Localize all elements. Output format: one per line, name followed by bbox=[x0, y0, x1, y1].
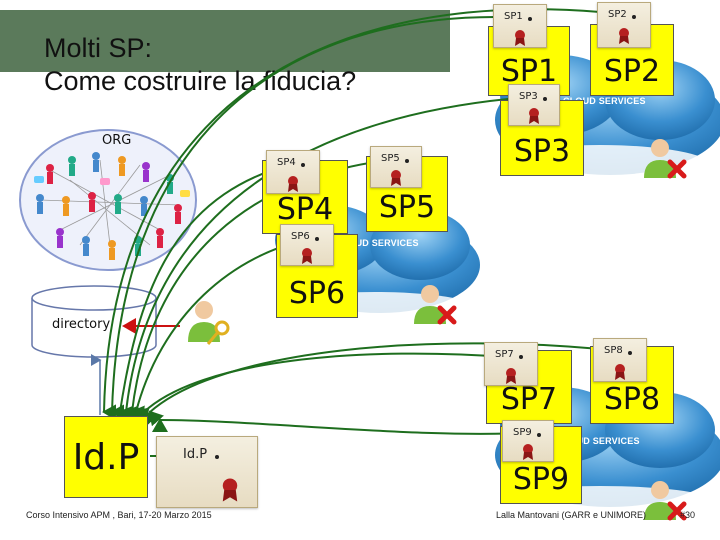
trust-line-sp2 bbox=[102, 8, 601, 421]
title-band bbox=[0, 10, 450, 72]
certificate-label: SP6 bbox=[291, 231, 310, 242]
certificate-label: SP1 bbox=[504, 11, 523, 22]
trust-line-sp4 bbox=[118, 161, 301, 422]
certificate-icon: SP3 bbox=[508, 84, 560, 126]
sp-box-label: SP3 bbox=[513, 134, 571, 169]
sp-box-sp8: SP8 bbox=[590, 346, 674, 424]
certificate-label: SP8 bbox=[604, 345, 623, 356]
certificate-label: SP7 bbox=[495, 349, 514, 360]
certificate-icon: SP4 bbox=[266, 150, 320, 194]
certificate-icon: SP6 bbox=[280, 224, 334, 266]
directory-label: directory bbox=[52, 317, 111, 332]
footer-course: Corso Intensivo APM , Bari, 17-20 Marzo … bbox=[26, 510, 212, 520]
certificate-label: SP5 bbox=[381, 153, 400, 164]
certificate-icon: SP2 bbox=[597, 2, 651, 48]
sp-box-label: SP4 bbox=[276, 192, 334, 227]
user-key-icon bbox=[188, 301, 230, 345]
cloud-services-label: CLOUD SERVICES bbox=[336, 238, 419, 248]
sp-box-label: SP8 bbox=[603, 382, 661, 417]
org-label: ORG bbox=[102, 133, 132, 148]
cloud-services-label: CLOUD SERVICES bbox=[557, 436, 640, 446]
sp-box-label: SP9 bbox=[512, 462, 570, 497]
certificate-icon: SP7 bbox=[484, 342, 538, 386]
user-denied-icon bbox=[414, 285, 457, 325]
sp-box-label: SP2 bbox=[603, 54, 661, 89]
certificate-icon: SP9 bbox=[502, 420, 554, 462]
trust-line-sp7 bbox=[142, 352, 521, 427]
certificate-icon: SP1 bbox=[493, 4, 547, 48]
trust-line-sp9 bbox=[151, 418, 541, 435]
idp-box: Id.P bbox=[64, 416, 148, 498]
certificate-label: SP9 bbox=[513, 427, 532, 438]
slide-title: Molti SP: Come costruire la fiducia? bbox=[44, 33, 357, 96]
certificate-label: Id.P bbox=[183, 447, 208, 462]
page-number: #30 bbox=[680, 510, 696, 520]
cloud-services-label: CLOUD SERVICES bbox=[563, 96, 646, 106]
trust-line-sp8 bbox=[148, 342, 631, 427]
certificate-icon: SP8 bbox=[593, 338, 647, 382]
certificate-icon: SP5 bbox=[370, 146, 422, 188]
certificate-label: SP3 bbox=[519, 91, 538, 102]
certificate-label: SP2 bbox=[608, 9, 627, 20]
sp-box-label: SP1 bbox=[500, 54, 558, 89]
footer-author: Lalla Mantovani (GARR e UNIMORE) bbox=[496, 510, 647, 520]
org-circle bbox=[19, 129, 197, 271]
trust-line-sp3 bbox=[124, 95, 546, 422]
sp-box-sp5: SP5 bbox=[366, 156, 448, 232]
idp-label: Id.P bbox=[72, 437, 140, 478]
user-denied-icon bbox=[644, 481, 687, 521]
sp-box-label: SP7 bbox=[500, 382, 558, 417]
sp-box-label: SP5 bbox=[378, 190, 436, 225]
sp-box-label: SP6 bbox=[288, 276, 346, 311]
user-denied-icon bbox=[644, 139, 687, 179]
certificate-label: SP4 bbox=[277, 157, 296, 168]
certificate-icon: Id.P bbox=[156, 436, 258, 508]
trust-line-sp1 bbox=[110, 16, 531, 421]
